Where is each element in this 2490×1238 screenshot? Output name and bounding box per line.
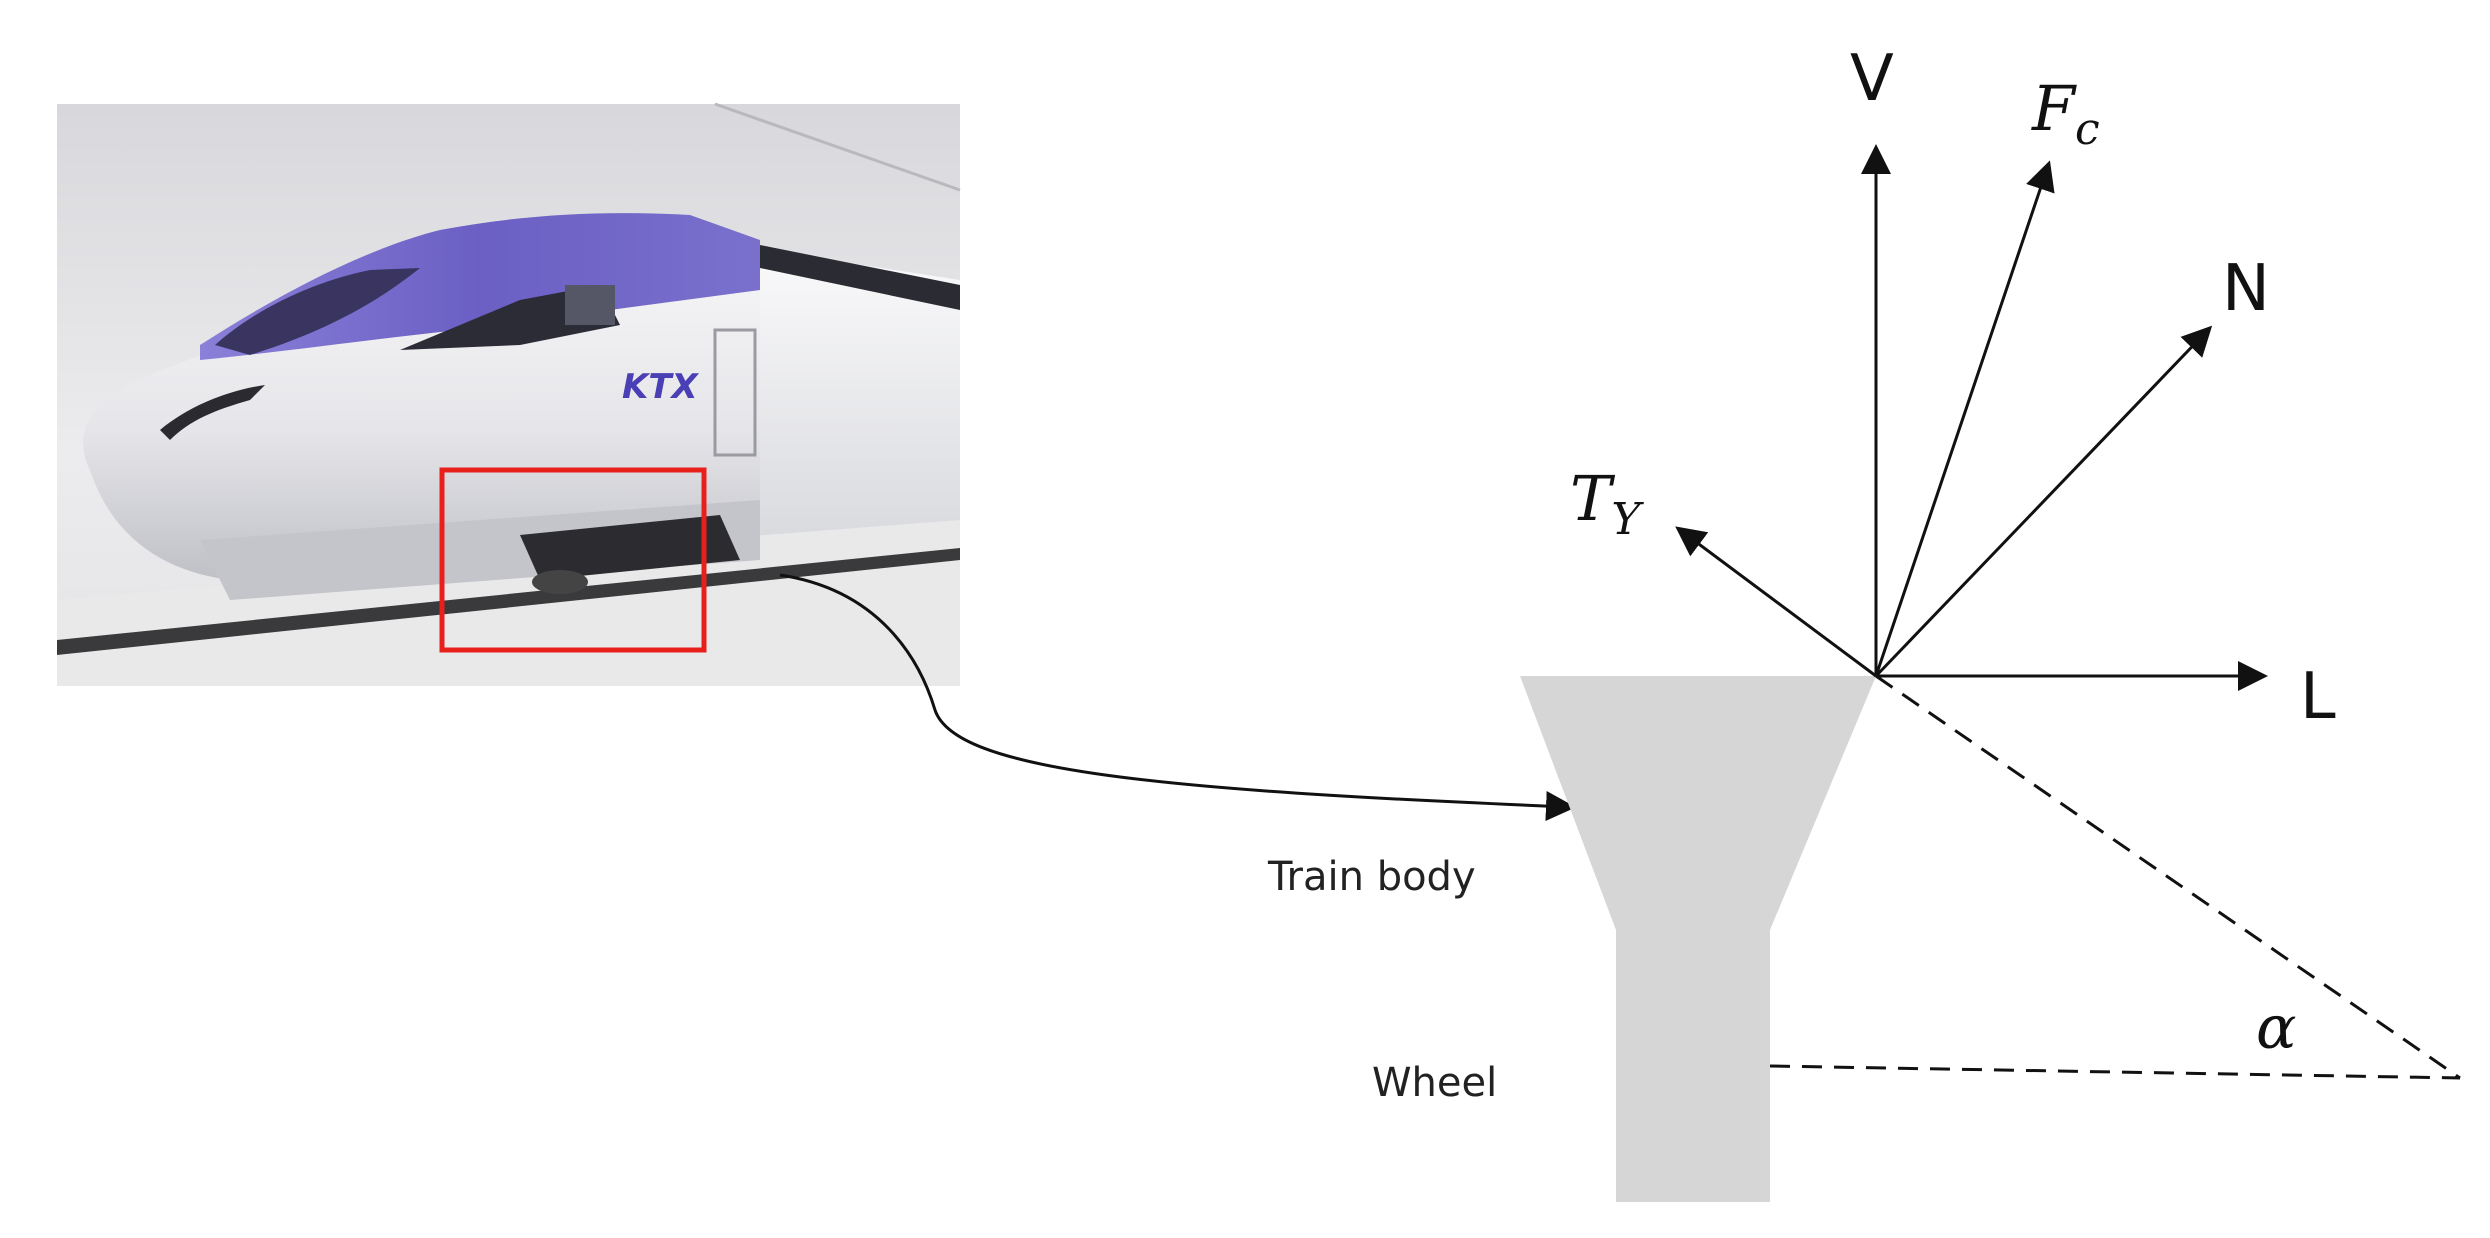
label-Fc: Fc [2031, 72, 2100, 155]
contact-slope-line [1875, 674, 2461, 1080]
windshield [215, 268, 420, 355]
label-Ty-main: T [1570, 462, 1616, 535]
label-L: L [2300, 660, 2336, 734]
overhead-wire [714, 102, 961, 192]
vector-Fc [1874, 160, 2055, 677]
cab-window-pane [565, 285, 615, 325]
label-V: V [1850, 42, 1894, 116]
label-Ty-sub: Y [1611, 494, 1644, 545]
rail [57, 548, 960, 655]
vector-Ty [1675, 526, 1877, 678]
headlight [160, 385, 265, 440]
label-Ty: TY [1570, 462, 1644, 545]
caption-wheel: Wheel [1372, 1060, 1497, 1106]
rear-car-windows [760, 245, 960, 310]
connector-arrow [779, 573, 1576, 822]
highlight-box [439, 467, 707, 653]
label-N: N [2222, 252, 2270, 326]
door [713, 328, 757, 457]
label-Fc-main: F [2031, 72, 2077, 145]
force-vectors [1675, 144, 2268, 691]
wheel-profile [1520, 676, 1876, 1202]
wheel-photo [532, 570, 588, 594]
rear-car [700, 240, 960, 540]
bogie [520, 515, 740, 580]
label-alpha: α [2256, 993, 2297, 1063]
horizontal-reference-line [1769, 1064, 2461, 1080]
caption-train-body: Train body [1267, 854, 1476, 900]
ktx-logo: KTX [622, 367, 700, 407]
label-Fc-sub: c [2075, 104, 2100, 155]
vector-N [1874, 325, 2213, 678]
train-photo: KTX [57, 102, 961, 686]
purple-roof [200, 213, 760, 360]
